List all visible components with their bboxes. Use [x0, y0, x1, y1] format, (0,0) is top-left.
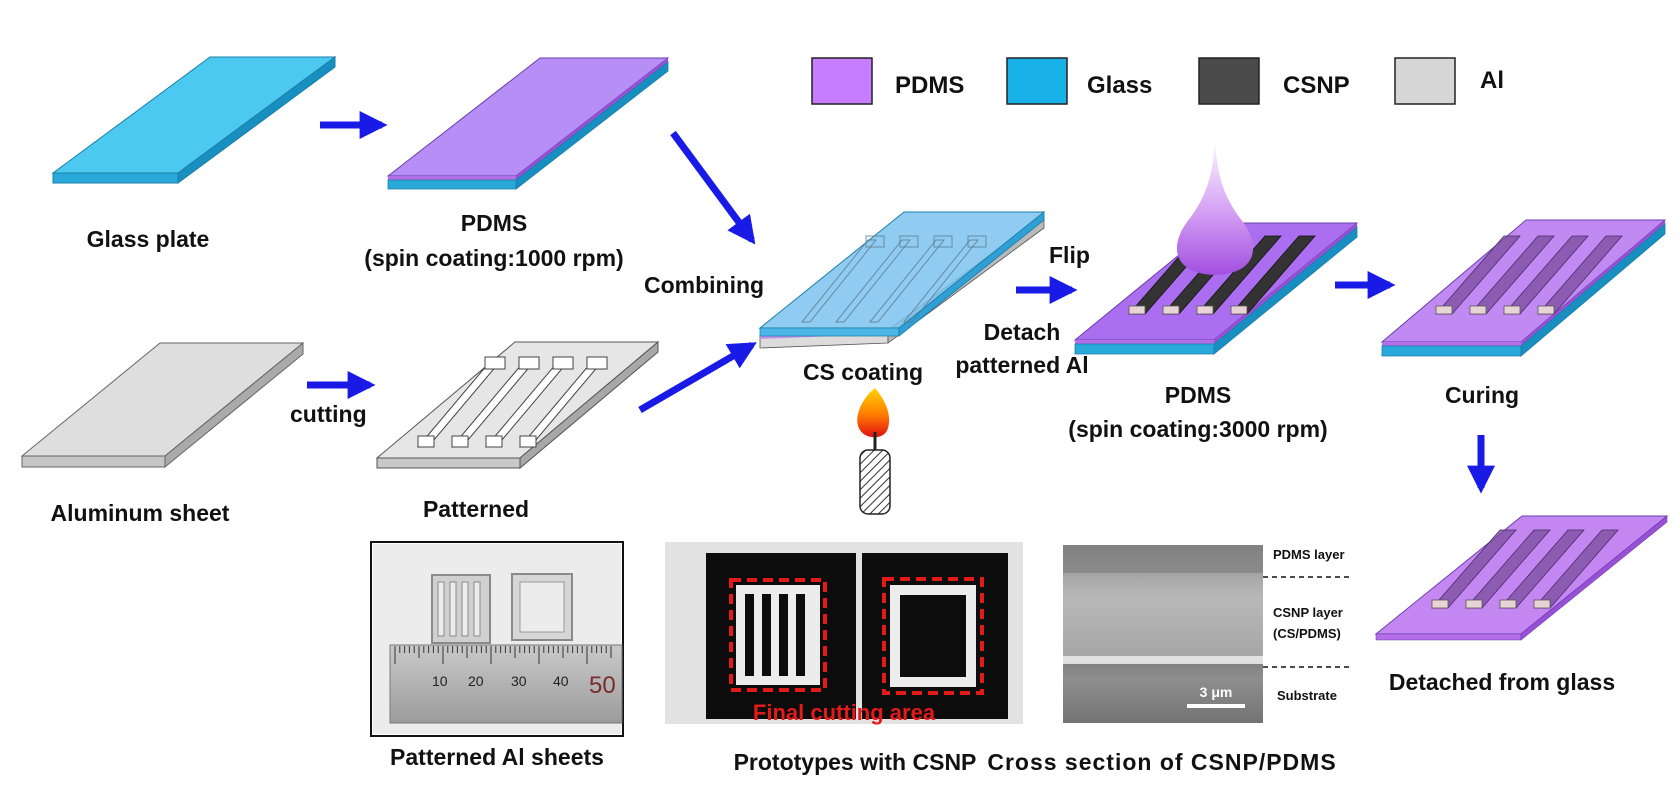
ruler-tick-50: 50	[589, 672, 616, 699]
curing-illustration	[1380, 219, 1667, 357]
ruler-tick-40: 40	[553, 673, 569, 689]
pdms-on-glass-illustration	[386, 57, 670, 190]
layer-label-pdms: PDMS layer	[1273, 547, 1345, 562]
photo-caption-cross-section: Cross section of CSNP/PDMS	[987, 749, 1336, 775]
pdms-spin-1000-title: PDMS	[461, 210, 527, 236]
layer-label-csnp-sub: (CS/PDMS)	[1273, 626, 1341, 641]
pdms-spin-1000-detail: (spin coating:1000 rpm)	[364, 245, 623, 271]
patterned-label: Patterned	[423, 496, 529, 522]
legend-label-glass: Glass	[1087, 72, 1152, 99]
ruler-tick-20: 20	[468, 673, 484, 689]
photo-prototypes-with-csnp: Final cutting area	[665, 542, 1023, 725]
legend: PDMS Glass CSNP Al	[811, 57, 1504, 105]
aluminum-sheet-label: Aluminum sheet	[51, 500, 230, 526]
detach-label-line2: patterned Al	[955, 352, 1088, 378]
photo-cross-section-sem: 3 μm PDMS layer CSNP layer (CS/PDMS) Sub…	[1063, 545, 1350, 723]
final-cutting-area-annotation: Final cutting area	[753, 700, 936, 725]
patterned-al-illustration	[375, 340, 660, 470]
pdms-spin-3000-title: PDMS	[1165, 382, 1231, 408]
pdms-spin-3000-illustration	[1073, 222, 1359, 355]
glass-plate-illustration	[51, 56, 337, 184]
flip-label: Flip	[1049, 242, 1090, 268]
photo-patterned-al-sheets: 10 20 30 40 50	[370, 541, 624, 737]
legend-label-al: Al	[1480, 67, 1504, 94]
arrow-patterned-to-combining	[638, 341, 757, 414]
legend-swatch-al	[1394, 57, 1456, 105]
legend-swatch-glass	[1006, 57, 1068, 105]
pdms-spin-3000-detail: (spin coating:3000 rpm)	[1068, 416, 1327, 442]
scale-bar-label: 3 μm	[1200, 684, 1233, 700]
layer-label-substrate: Substrate	[1277, 688, 1337, 703]
legend-label-csnp: CSNP	[1283, 72, 1350, 99]
glass-plate-label: Glass plate	[87, 226, 210, 252]
pdms-droplet-icon	[1176, 135, 1254, 275]
layer-label-csnp: CSNP layer	[1273, 605, 1343, 620]
flame-icon	[857, 388, 891, 515]
ruler-tick-30: 30	[511, 673, 527, 689]
aluminum-sheet-illustration	[20, 341, 305, 469]
cs-coating-illustration	[758, 211, 1046, 349]
detached-from-glass-label: Detached from glass	[1389, 669, 1615, 695]
arrow-pdms-to-combining	[670, 130, 756, 245]
legend-swatch-pdms	[811, 57, 873, 105]
ruler-tick-10: 10	[432, 673, 448, 689]
cs-coating-label: CS coating	[803, 359, 923, 385]
cutting-label: cutting	[290, 401, 367, 427]
photo-caption-patterned-al-sheets: Patterned Al sheets	[390, 744, 604, 770]
detach-label-line1: Detach	[984, 319, 1061, 345]
detached-from-glass-illustration	[1374, 515, 1669, 641]
photo-caption-prototypes: Prototypes with CSNP	[734, 749, 977, 775]
legend-swatch-csnp	[1198, 57, 1260, 105]
curing-label: Curing	[1445, 382, 1519, 408]
legend-label-pdms: PDMS	[895, 72, 964, 99]
combining-label: Combining	[644, 272, 764, 298]
